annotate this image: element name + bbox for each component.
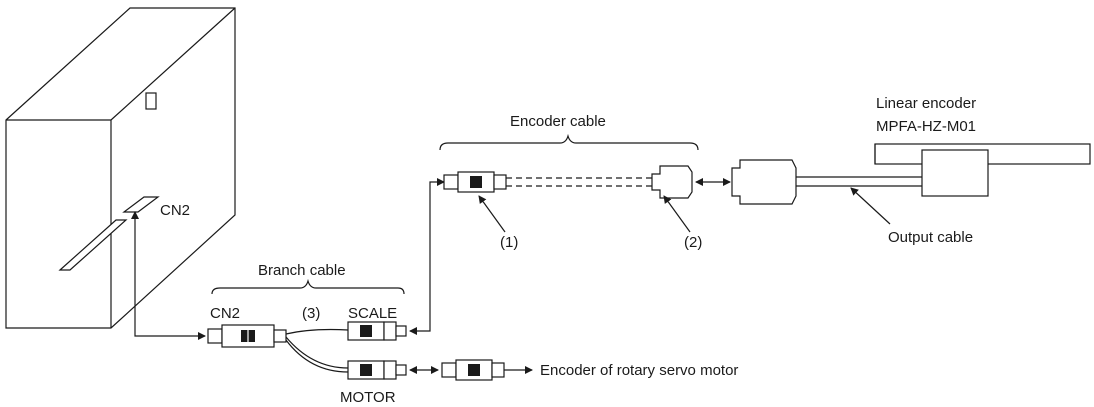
servo-cn2-label: CN2 — [160, 202, 190, 219]
scale-encoder-connection-line — [409, 178, 445, 335]
motor-connector — [347, 360, 407, 380]
linear-encoder-title: Linear encoder — [876, 95, 976, 112]
item-2-label: (2) — [684, 234, 702, 251]
scale-label: SCALE — [348, 305, 397, 322]
encoder-connector-2 — [651, 165, 693, 199]
cn2-connection-line — [131, 211, 206, 340]
branch-cn2-connector — [207, 324, 287, 348]
servo-indicator-window — [145, 92, 157, 110]
linear-encoder — [874, 143, 1091, 197]
branch-wire-motor-1 — [285, 336, 349, 369]
item-1-leader — [478, 195, 506, 233]
branch-wire-scale — [285, 328, 349, 335]
branch-cable-label: Branch cable — [258, 262, 346, 279]
output-cable-label: Output cable — [888, 229, 973, 246]
branch-cn2-label: CN2 — [210, 305, 240, 322]
linear-encoder-plug — [731, 159, 797, 205]
scale-connector — [347, 321, 407, 341]
encoder-cable-label: Encoder cable — [510, 113, 606, 130]
item-1-label: (1) — [500, 234, 518, 251]
item-3-label: (3) — [302, 305, 320, 322]
item-2-leader — [663, 195, 691, 233]
servo-slot — [58, 219, 128, 271]
rotary-encoder-connector — [441, 359, 505, 381]
linear-encoder-model: MPFA-HZ-M01 — [876, 118, 976, 135]
encoder-rotary-label: Encoder of rotary servo motor — [540, 362, 738, 379]
output-cable-leader — [850, 187, 891, 225]
motor-label: MOTOR — [340, 389, 396, 406]
encoder-connector-1 — [443, 171, 507, 193]
encoder-cable-brace — [439, 133, 699, 151]
branch-cable-brace — [211, 278, 405, 295]
servo-amplifier: CN2 — [5, 7, 236, 329]
branch-wire-motor-2 — [285, 339, 349, 373]
